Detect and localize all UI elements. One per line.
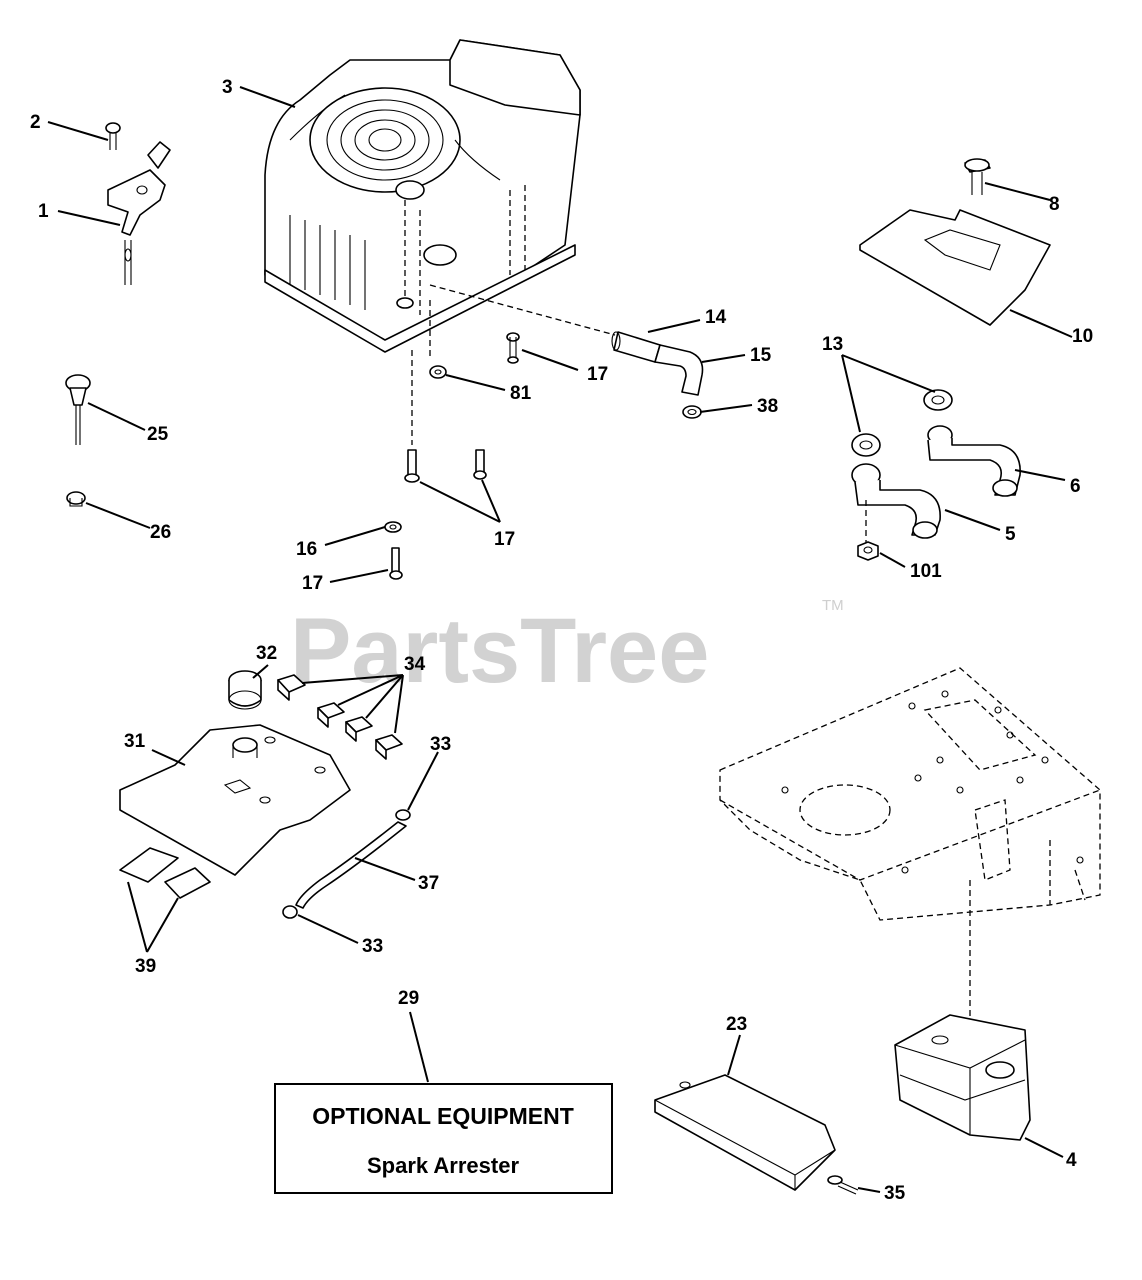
callout-1: 1 <box>38 201 49 222</box>
elbow-part-15[interactable] <box>654 344 704 396</box>
watermark-text: PartsTree <box>290 600 709 702</box>
callout-37: 37 <box>418 873 439 894</box>
callout-17-lower: 17 <box>302 573 323 594</box>
clamp-part-33-lower[interactable] <box>282 905 298 919</box>
callout-39: 39 <box>135 956 156 977</box>
bolt-part-8[interactable] <box>964 158 991 195</box>
callout-16: 16 <box>296 539 317 560</box>
nut-part-101[interactable] <box>857 541 879 561</box>
throttle-control-part-1[interactable] <box>107 141 171 285</box>
clip-part-26[interactable] <box>66 491 86 507</box>
leader-lines <box>47 86 1073 1193</box>
gaskets-part-13[interactable] <box>851 389 953 457</box>
callout-101: 101 <box>910 561 942 582</box>
exhaust-pipe-part-5[interactable] <box>851 463 941 545</box>
callout-14: 14 <box>705 307 727 328</box>
callout-15: 15 <box>750 345 772 366</box>
callout-10: 10 <box>1072 326 1093 347</box>
exhaust-pipe-part-6[interactable] <box>927 425 1021 497</box>
callout-33-lower: 33 <box>362 936 383 957</box>
callout-6: 6 <box>1070 476 1081 497</box>
callout-8: 8 <box>1049 194 1060 215</box>
filters-part-34[interactable] <box>277 674 403 760</box>
callout-5: 5 <box>1005 524 1016 545</box>
callout-13: 13 <box>822 334 843 355</box>
nut-part-38[interactable] <box>682 405 702 419</box>
callout-35: 35 <box>884 1183 906 1204</box>
callout-32: 32 <box>256 643 277 664</box>
callout-81: 81 <box>510 383 532 404</box>
muffler-part-4[interactable] <box>894 1014 1031 1141</box>
nut-part-81[interactable] <box>429 300 447 379</box>
callout-23: 23 <box>726 1014 747 1035</box>
callout-labels: 3 2 1 8 10 13 14 15 17 81 38 6 5 101 25 … <box>30 77 1093 1204</box>
callout-29: 29 <box>398 988 419 1009</box>
engine-part-3[interactable] <box>264 39 581 353</box>
chassis-frame <box>719 667 1101 1020</box>
spark-arrester-label: Spark Arrester <box>367 1153 519 1178</box>
bolt-part-17-upper[interactable] <box>506 332 520 364</box>
callout-33-upper: 33 <box>430 734 451 755</box>
dipstick-part-25[interactable] <box>65 374 91 445</box>
watermark-trademark: TM <box>822 597 844 614</box>
optional-equipment-box <box>274 1083 613 1194</box>
screw-part-35[interactable] <box>827 1175 859 1195</box>
screw-part-2[interactable] <box>105 122 121 150</box>
hose-part-37[interactable] <box>295 821 407 909</box>
washer-part-16[interactable] <box>384 521 402 533</box>
callout-38: 38 <box>757 396 778 417</box>
callout-26: 26 <box>150 522 171 543</box>
bolt-part-17-lower[interactable] <box>389 547 403 580</box>
clamp-part-33-upper[interactable] <box>395 809 411 821</box>
callout-17-middle: 17 <box>494 529 515 550</box>
pads-part-39[interactable] <box>119 847 211 899</box>
callout-2: 2 <box>30 112 41 133</box>
optional-equipment-title: OPTIONAL EQUIPMENT <box>312 1103 574 1129</box>
callout-3: 3 <box>222 77 233 98</box>
air-cleaner-part-32[interactable] <box>228 670 262 710</box>
callout-17-upper: 17 <box>587 364 608 385</box>
callout-34: 34 <box>404 654 426 675</box>
muffler-guard-part-23[interactable] <box>654 1074 836 1191</box>
callout-4: 4 <box>1066 1150 1077 1171</box>
bolts-part-17-middle[interactable] <box>404 350 487 483</box>
callout-31: 31 <box>124 731 146 752</box>
callout-25: 25 <box>147 424 169 445</box>
heat-shield-part-10[interactable] <box>859 209 1051 326</box>
